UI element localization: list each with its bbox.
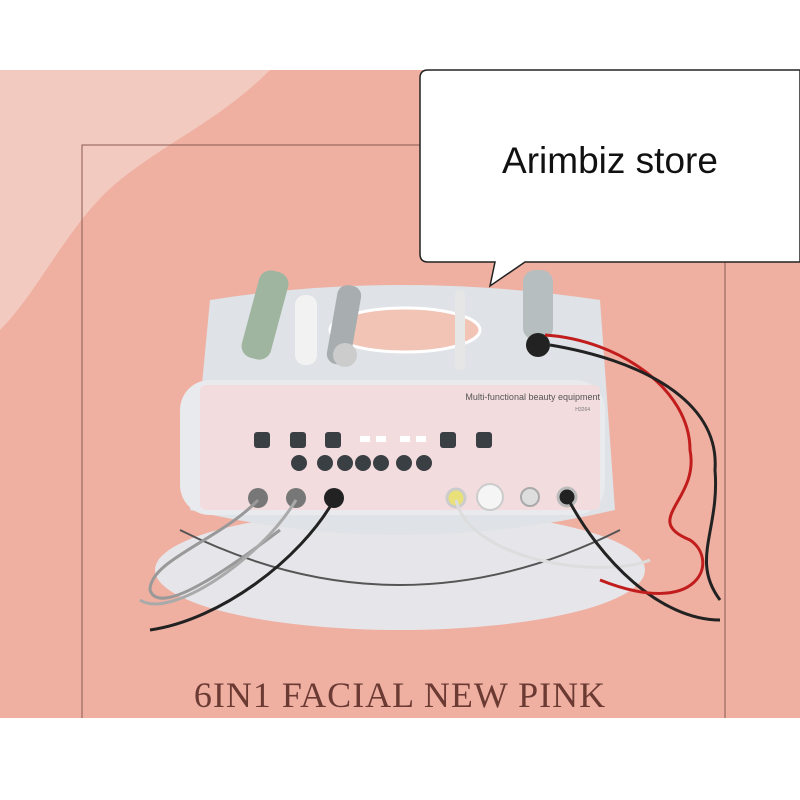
frame-border	[81, 144, 726, 718]
cables	[139, 333, 722, 632]
model-label: H3264	[575, 407, 590, 413]
control-panel	[200, 385, 600, 510]
sockets	[248, 483, 578, 511]
device-base	[155, 510, 645, 630]
product-title: 6IN1 FACIAL NEW PINK	[193, 675, 607, 715]
speech-bubble	[419, 69, 800, 288]
handpieces	[241, 270, 553, 370]
store-name: Arimbiz store	[502, 140, 718, 181]
panel-buttons	[254, 432, 492, 471]
panel-label: Multi-functional beauty equipment	[465, 392, 600, 402]
decorative-wave	[0, 70, 270, 330]
